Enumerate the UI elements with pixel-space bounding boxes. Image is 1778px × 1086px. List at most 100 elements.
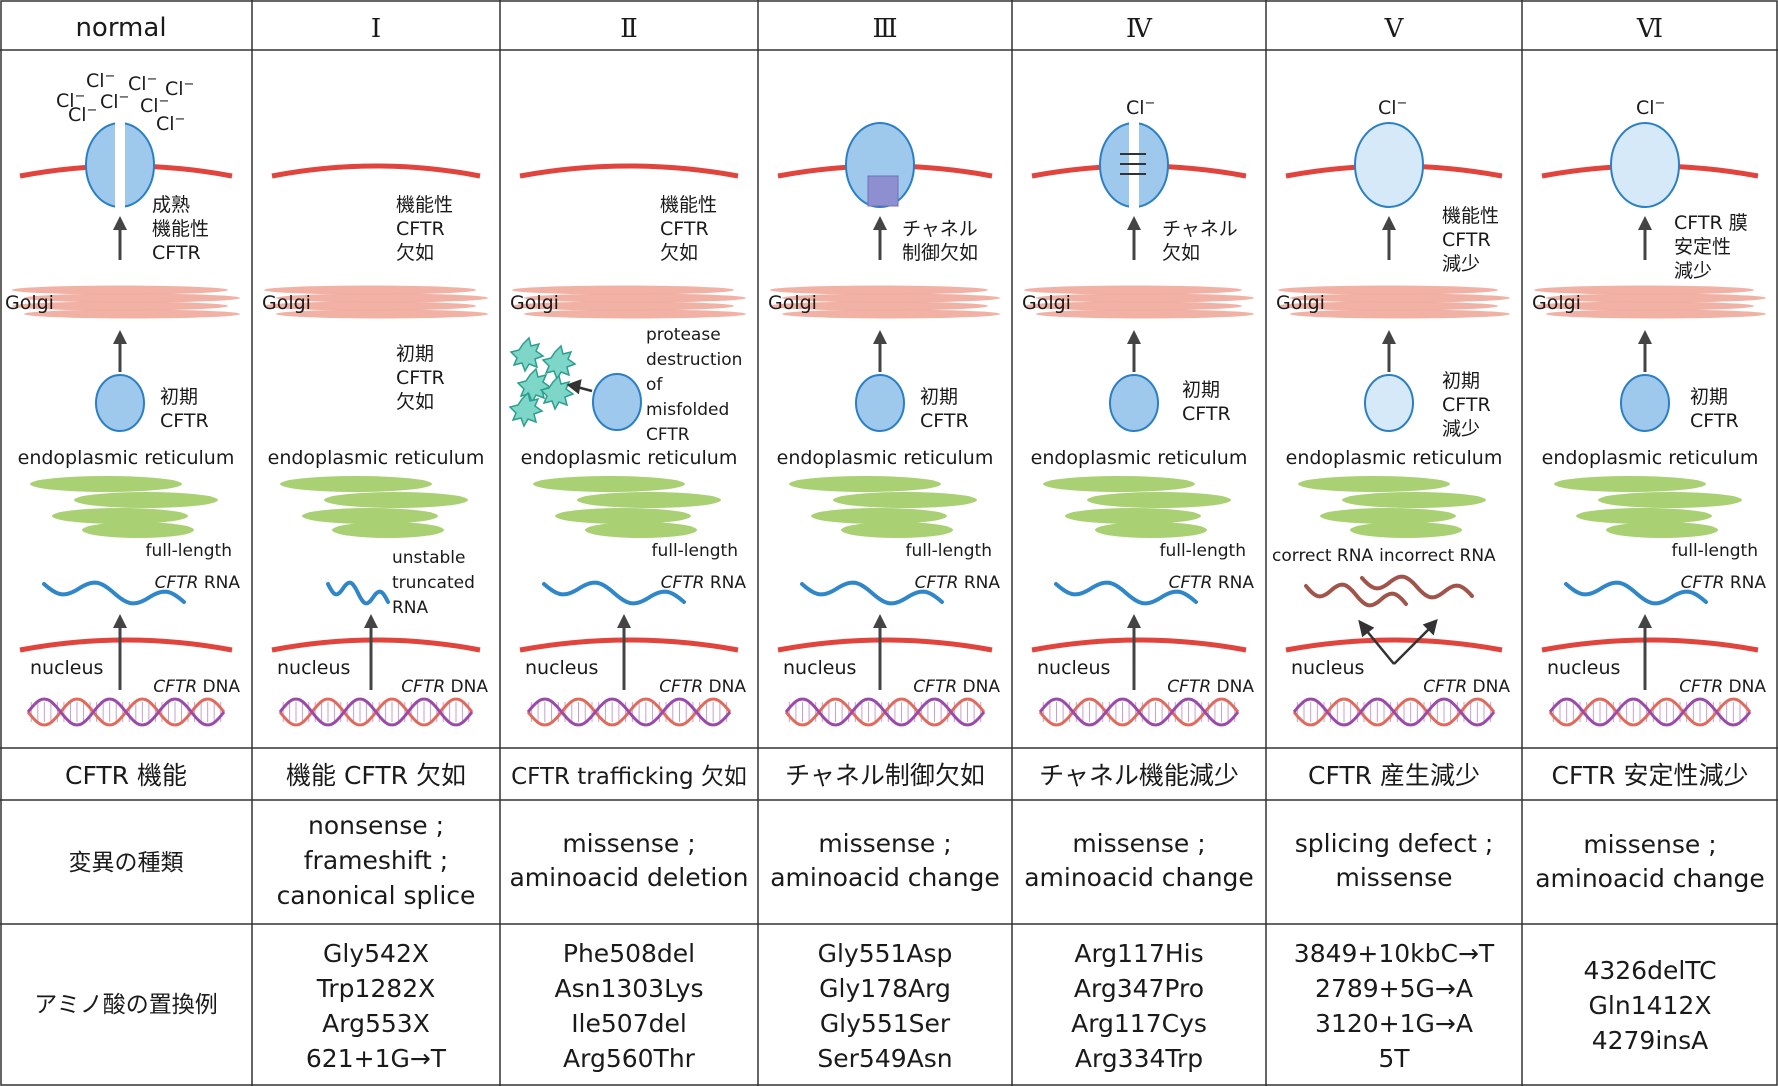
golgi-cisterna xyxy=(1546,293,1766,303)
er-cisterna xyxy=(1606,522,1718,538)
er-cisterna xyxy=(841,522,953,538)
cftr-dna-label: CFTR DNA xyxy=(401,677,488,697)
nuclear-membrane xyxy=(19,637,233,653)
er-cisterna xyxy=(1342,492,1486,508)
cftr-rna xyxy=(42,580,186,606)
er-cisterna xyxy=(577,492,721,508)
er-cisterna xyxy=(1554,476,1706,492)
rna-word: RNA xyxy=(1724,573,1766,593)
cl-ion: Cl− xyxy=(1126,96,1155,119)
endoplasmic-reticulum xyxy=(1043,476,1231,538)
dna-word: DNA xyxy=(197,677,240,697)
golgi-cisterna xyxy=(1278,301,1498,311)
er-label: endoplasmic reticulum xyxy=(521,447,738,469)
arrow-head xyxy=(1382,330,1396,344)
nuclear-membrane xyxy=(1285,637,1503,653)
endoplasmic-reticulum xyxy=(280,476,468,538)
arrow-head xyxy=(1638,614,1652,628)
membrane-cftr-channel xyxy=(1610,122,1680,208)
arrow-head xyxy=(873,330,887,344)
mutation-cell: splicing defect ;missense xyxy=(1295,829,1494,892)
function-cell: CFTR 産生減少 xyxy=(1308,761,1480,790)
arrow-head xyxy=(1382,216,1396,230)
golgi-apparatus xyxy=(770,285,1000,319)
cftr-italic: CFTR xyxy=(1681,573,1725,593)
er-cisterna xyxy=(1598,492,1742,508)
header-normal: normal xyxy=(75,13,166,43)
incorrect-rna xyxy=(1360,574,1474,600)
golgi-cisterna xyxy=(1534,285,1754,295)
golgi-label: Golgi xyxy=(1532,292,1581,314)
golgi-cisterna xyxy=(12,285,228,295)
dna-strand xyxy=(1038,697,1240,727)
er-cisterna xyxy=(332,522,444,538)
golgi-apparatus xyxy=(512,285,746,319)
er-cisterna xyxy=(585,522,697,538)
protease-arrow xyxy=(566,379,593,395)
function-cell: CFTR 機能 xyxy=(65,761,187,790)
header-class-2: Ⅱ xyxy=(620,14,638,44)
membrane-cftr-channel xyxy=(1354,122,1424,208)
golgi-cisterna xyxy=(1036,309,1254,319)
header-class-3: Ⅲ xyxy=(872,14,897,44)
channel-gate-block xyxy=(867,175,899,207)
endoplasmic-reticulum xyxy=(30,476,218,538)
full-length-label: full-length xyxy=(905,541,992,561)
mutation-cell: missense ;aminoacid change xyxy=(770,829,1000,892)
golgi-cisterna xyxy=(1290,309,1510,319)
correct-rna xyxy=(1304,582,1408,608)
rna-word: RNA xyxy=(198,573,240,593)
cftr-italic: CFTR xyxy=(401,677,445,697)
membrane-status-label: CFTR 膜安定性減少 xyxy=(1674,212,1748,282)
cl-ion: Cl− xyxy=(100,90,129,113)
nuclear-membrane xyxy=(519,637,739,653)
er-cisterna xyxy=(1065,508,1201,524)
cftr-italic: CFTR xyxy=(913,677,957,697)
er-cisterna xyxy=(302,508,438,524)
arrow-head xyxy=(617,614,631,628)
er-cftr-protein xyxy=(1109,374,1159,432)
er-cisterna xyxy=(555,508,691,524)
golgi-cisterna xyxy=(1290,293,1510,303)
dna-word: DNA xyxy=(1723,677,1766,697)
function-cell: CFTR trafficking 欠如 xyxy=(511,764,747,790)
function-row: CFTR 機能 機能 CFTR 欠如 CFTR trafficking 欠如 チ… xyxy=(65,761,1749,790)
cl-ion: Cl− xyxy=(1378,96,1407,119)
nuclear-membrane xyxy=(271,637,481,653)
cftr-italic: CFTR xyxy=(153,677,197,697)
nucleus-label: nucleus xyxy=(1037,657,1110,679)
golgi-cisterna xyxy=(512,301,734,311)
full-length-label: full-length xyxy=(1159,541,1246,561)
golgi-apparatus xyxy=(12,285,240,319)
dna-word: DNA xyxy=(1467,677,1510,697)
cftr-italic: CFTR xyxy=(661,573,705,593)
er-label: endoplasmic reticulum xyxy=(1542,447,1759,469)
er-cisterna xyxy=(1095,522,1207,538)
er-cisterna xyxy=(30,476,182,492)
cell-membrane xyxy=(271,163,481,179)
golgi-cisterna xyxy=(1024,301,1242,311)
nucleus-label: nucleus xyxy=(1547,657,1620,679)
cftr-rna xyxy=(542,580,686,606)
golgi-label: Golgi xyxy=(510,292,559,314)
header-class-6: Ⅵ xyxy=(1636,14,1663,44)
golgi-cisterna xyxy=(1278,285,1498,295)
er-cisterna xyxy=(280,476,432,492)
er-cftr-protein xyxy=(855,374,905,432)
er-cisterna xyxy=(533,476,685,492)
er-cftr-protein xyxy=(95,374,145,432)
